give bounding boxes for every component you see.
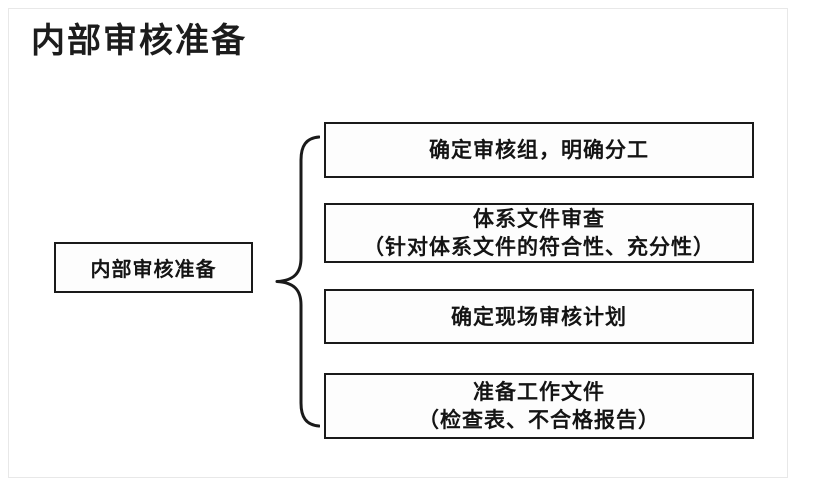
- curly-brace-icon: [268, 134, 321, 429]
- item-label-line1: 确定现场审核计划: [451, 304, 627, 329]
- page-title: 内部审核准备: [31, 23, 247, 60]
- item-box: 准备工作文件 （检查表、不合格报告）: [324, 373, 754, 439]
- curly-brace-svg: [275, 135, 321, 428]
- item-label-line2: （检查表、不合格报告）: [418, 408, 660, 432]
- item-label-line2: （针对体系文件的符合性、充分性）: [363, 235, 715, 259]
- root-node-box: 内部审核准备: [54, 242, 253, 293]
- item-box: 确定现场审核计划: [324, 289, 754, 344]
- page-canvas: 内部审核准备 内部审核准备 确定审核组，明确分工 体系文件审查 （针对体系文件的…: [8, 8, 788, 478]
- item-box: 确定审核组，明确分工: [324, 122, 754, 178]
- item-label-line1: 准备工作文件: [473, 380, 605, 404]
- root-node-label: 内部审核准备: [90, 259, 217, 281]
- item-label-line1: 体系文件审查: [473, 207, 605, 231]
- item-label-line1: 确定审核组，明确分工: [429, 138, 649, 162]
- item-box: 体系文件审查 （针对体系文件的符合性、充分性）: [324, 203, 754, 263]
